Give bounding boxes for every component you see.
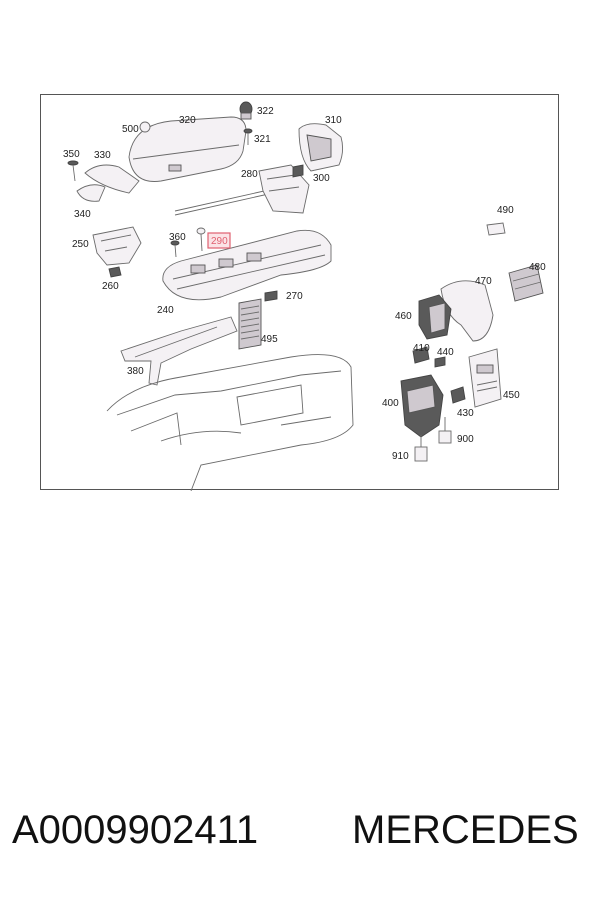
callout-900: 900 — [457, 434, 474, 445]
part-knob — [239, 101, 253, 120]
part-console-body — [106, 354, 354, 491]
part-side-trim — [120, 316, 238, 386]
callout-240: 240 — [157, 305, 174, 316]
part-grille-495 — [238, 298, 262, 350]
callout-910: 910 — [392, 451, 409, 462]
part-clip-300 — [292, 164, 304, 178]
part-screw-360 — [170, 240, 180, 258]
callout-500: 500 — [122, 124, 139, 135]
callout-290: 290 — [211, 236, 228, 247]
part-cap-490 — [486, 222, 506, 236]
callout-280: 280 — [241, 169, 258, 180]
part-plug-900 — [438, 417, 452, 444]
part-bracket-330 — [84, 164, 140, 194]
callout-322: 322 — [257, 106, 274, 117]
part-screw-350 — [67, 160, 79, 182]
callout-330: 330 — [94, 150, 111, 161]
callout-470: 470 — [475, 276, 492, 287]
part-nut-260 — [108, 266, 122, 278]
callout-310: 310 — [325, 115, 342, 126]
part-bracket-250 — [92, 226, 142, 266]
callout-450: 450 — [503, 390, 520, 401]
callout-320: 320 — [179, 115, 196, 126]
callout-360: 360 — [169, 232, 186, 243]
callout-270: 270 — [286, 291, 303, 302]
callout-260: 260 — [102, 281, 119, 292]
callout-410: 410 — [413, 343, 430, 354]
callout-350: 350 — [63, 149, 80, 160]
callout-400: 400 — [382, 398, 399, 409]
part-switch-panel-450 — [468, 348, 502, 408]
callout-321: 321 — [254, 134, 271, 145]
part-rail — [174, 164, 310, 216]
part-screw-321 — [243, 128, 253, 145]
callout-490: 490 — [497, 205, 514, 216]
highlight-box-290 — [207, 232, 231, 249]
part-plug-910 — [414, 435, 428, 462]
part-box-480 — [508, 264, 544, 302]
part-number: A0009902411 — [12, 808, 259, 852]
part-connector-410 — [412, 346, 430, 364]
part-control-module — [400, 374, 444, 438]
part-switch-270 — [264, 290, 278, 302]
callout-495: 495 — [261, 334, 278, 345]
callout-380: 380 — [127, 366, 144, 377]
diagram-drawing: 322 320 310 500 321 350 330 300 280 340 … — [63, 101, 546, 491]
callout-440: 440 — [437, 347, 454, 358]
callout-300: 300 — [313, 173, 330, 184]
part-connector-440 — [434, 356, 446, 368]
callout-430: 430 — [457, 408, 474, 419]
part-ring — [139, 121, 151, 133]
brand-name: MERCEDES — [352, 808, 579, 852]
callout-250: 250 — [72, 239, 89, 250]
part-connector-430 — [450, 386, 466, 404]
part-bolt-290 — [196, 227, 206, 252]
callout-460: 460 — [395, 311, 412, 322]
part-cover-340 — [76, 184, 106, 202]
callout-340: 340 — [74, 209, 91, 220]
part-vent-460 — [418, 294, 452, 340]
product-footer: A0009902411 MERCEDES — [0, 800, 600, 860]
part-cupholder-cover — [298, 123, 344, 172]
callout-480: 480 — [529, 262, 546, 273]
exploded-parts-diagram: 322 320 310 500 321 350 330 300 280 340 … — [40, 94, 559, 491]
part-console-frame — [162, 229, 332, 301]
